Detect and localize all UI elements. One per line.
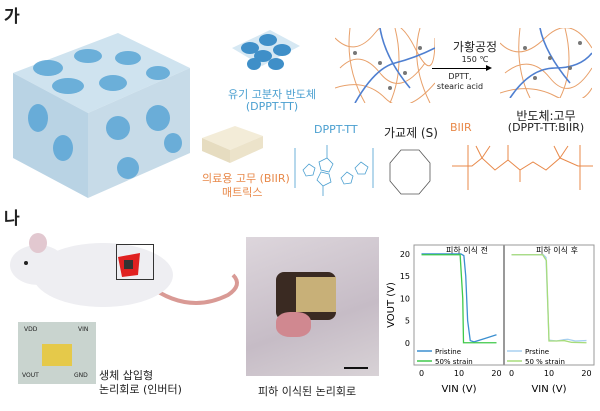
chart-title: 피하 이식 후 (536, 245, 578, 255)
rubber-sub-label: 매트릭스 (222, 186, 263, 199)
legend-label: 50% strain (435, 358, 473, 366)
process-title: 가황공정 (452, 40, 498, 54)
process-temperature: 150 ℃ (461, 55, 489, 64)
rubber-label: 의료용 고무 (BIIR) (202, 172, 290, 185)
implant-zoom-box (116, 244, 154, 280)
gnd-label: GND (74, 372, 88, 379)
x-tick-label: 20 (581, 369, 591, 378)
composite-block-illustration (8, 28, 193, 203)
y-tick-label: 10 (400, 294, 410, 303)
chart-title: 피하 이식 전 (446, 245, 488, 255)
panel-label-a: 가 (4, 7, 20, 27)
x-axis-label: VIN (V) (441, 384, 476, 395)
vin-label: VIN (78, 326, 89, 333)
dpptt-label: DPPT-TT (314, 123, 358, 136)
semiconductor-label: 유기 고분자 반도체 (228, 88, 316, 101)
x-tick-label: 10 (454, 369, 464, 378)
vout-label: VOUT (22, 372, 39, 379)
tissue (276, 312, 311, 337)
crosslinker-label: 가교제 (S) (384, 126, 438, 140)
x-tick-label: 20 (491, 369, 501, 378)
biir-structure (450, 140, 595, 195)
series-line-50-strain (511, 254, 587, 344)
device-photo: VDD VIN VOUT GND (18, 322, 96, 384)
legend-label: 50 % strain (525, 358, 565, 366)
device-caption-1: 생체 삽입형 (99, 369, 154, 382)
legend-label: Pristine (435, 348, 461, 356)
semiconductor-code: (DPPT-TT) (245, 100, 299, 113)
y-tick-label: 0 (405, 339, 410, 348)
y-axis-label: VOUT (V) (386, 282, 397, 328)
scale-bar (344, 367, 368, 369)
sulfur-ring-structure (385, 145, 435, 200)
implant-photo (246, 237, 379, 376)
arrow-head-icon (486, 65, 492, 71)
inverter-device (42, 344, 72, 366)
vulcanized-network-illustration (499, 27, 593, 102)
rubber-matrix-illustration (200, 118, 265, 168)
vdd-label: VDD (24, 326, 38, 333)
mouse-illustration (8, 225, 248, 320)
process-arrow (432, 68, 490, 69)
x-tick-label: 0 (419, 369, 424, 378)
process-reagent-2: stearic acid (436, 82, 484, 91)
x-tick-label: 0 (509, 369, 514, 378)
device-caption-2: 논리회로 (인버터) (99, 383, 182, 396)
series-line-pristine (421, 253, 497, 343)
biir-label: BIIR (450, 121, 472, 134)
process-reagent-1: DPTT, (448, 72, 472, 81)
series-line-50-strain (421, 254, 497, 344)
x-tick-label: 10 (544, 369, 554, 378)
result-code: (DPPT-TT:BIIR) (507, 121, 585, 134)
panel-label-b: 나 (4, 209, 20, 229)
x-axis-label: VIN (V) (531, 384, 566, 395)
y-tick-label: 5 (405, 317, 410, 326)
dpptt-structure (293, 140, 375, 200)
y-tick-label: 15 (400, 272, 410, 281)
photo-caption: 피하 이식된 논리회로 (258, 385, 357, 398)
y-tick-label: 20 (400, 250, 410, 259)
implanted-device (296, 277, 336, 312)
legend-label: Prstine (525, 348, 549, 356)
semiconductor-illustration (230, 26, 302, 81)
result-label: 반도체:고무 (516, 109, 576, 123)
blend-network-illustration (334, 23, 436, 106)
